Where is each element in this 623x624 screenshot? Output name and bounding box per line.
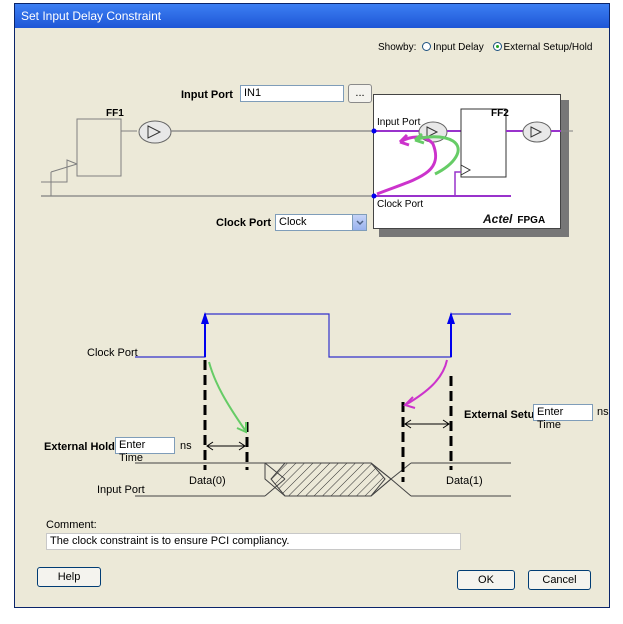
clock-port-label: Clock Port xyxy=(216,217,272,229)
showby-label: Showby: xyxy=(378,42,417,53)
external-setup-label: External Setup xyxy=(464,409,542,421)
actel-brand: Actel xyxy=(483,212,513,226)
magenta-path-arrow xyxy=(376,135,438,196)
actel-logo: Actel FPGA xyxy=(483,212,545,226)
ff2-label: FF2 xyxy=(491,108,509,119)
data1-label: Data(1) xyxy=(446,475,483,487)
external-hold-label: External Hold xyxy=(44,441,115,453)
input-port-label: Input Port xyxy=(181,89,233,101)
fpga-brand-suffix: FPGA xyxy=(517,215,546,226)
input-port-pin xyxy=(371,128,377,134)
ff2-box xyxy=(460,108,507,178)
fpga-input-port-label: Input Port xyxy=(377,117,421,128)
clock-port-pin xyxy=(371,193,377,199)
input-port-browse-button[interactable]: ... xyxy=(348,84,372,103)
buffer-cloud-icon xyxy=(138,120,172,144)
input-port-field[interactable]: IN1 xyxy=(240,85,344,102)
showby-group: Showby: Input Delay External Setup/Hold xyxy=(378,42,592,53)
clock-port-select[interactable]: Clock xyxy=(275,214,367,231)
timing-clock-label: Clock Port xyxy=(87,347,138,359)
external-setup-input[interactable]: Enter Time xyxy=(533,404,593,431)
comment-label: Comment: xyxy=(46,519,97,531)
radio-selected-icon xyxy=(492,42,502,51)
radio-external-setup-hold[interactable]: External Setup/Hold xyxy=(492,42,593,53)
clock-rising-edge-arrow xyxy=(447,312,455,324)
chevron-down-icon[interactable] xyxy=(352,215,366,230)
green-hold-arrow xyxy=(208,361,246,431)
clock-port-value: Clock xyxy=(279,216,307,228)
radio-input-delay-label: Input Delay xyxy=(433,42,484,53)
timing-diagram xyxy=(135,312,511,497)
fpga-clock-port-label: Clock Port xyxy=(377,199,424,210)
external-setup-unit: ns xyxy=(597,406,609,418)
buffer-cloud-icon xyxy=(522,121,552,143)
schematic-diagram xyxy=(41,108,573,199)
green-path-arrow xyxy=(414,135,460,176)
help-button[interactable]: Help xyxy=(37,567,101,587)
external-hold-input[interactable]: Enter Time xyxy=(115,437,175,464)
comment-field[interactable]: The clock constraint is to ensure PCI co… xyxy=(46,533,461,550)
clock-rising-edge-arrow xyxy=(201,312,209,324)
dialog-window: Set Input Delay Constraint Showby: Input… xyxy=(14,3,610,608)
ok-button[interactable]: OK xyxy=(457,570,515,590)
ff2-clock-symbol xyxy=(460,164,472,176)
title-bar: Set Input Delay Constraint xyxy=(15,4,609,28)
cancel-button[interactable]: Cancel xyxy=(528,570,591,590)
external-hold-unit: ns xyxy=(180,440,192,452)
clock-waveform xyxy=(135,313,511,358)
ff1-label: FF1 xyxy=(106,108,124,119)
magenta-setup-arrow xyxy=(406,359,448,405)
ff1-clock-link xyxy=(50,163,78,173)
radio-icon xyxy=(422,42,432,51)
data0-label: Data(0) xyxy=(189,475,226,487)
timing-input-label: Input Port xyxy=(97,484,145,496)
radio-external-setup-hold-label: External Setup/Hold xyxy=(503,42,593,53)
ff1-box xyxy=(76,118,122,177)
data-transition-hatch xyxy=(270,462,386,497)
radio-input-delay[interactable]: Input Delay xyxy=(422,42,484,53)
ff1-clock-input xyxy=(41,159,78,183)
